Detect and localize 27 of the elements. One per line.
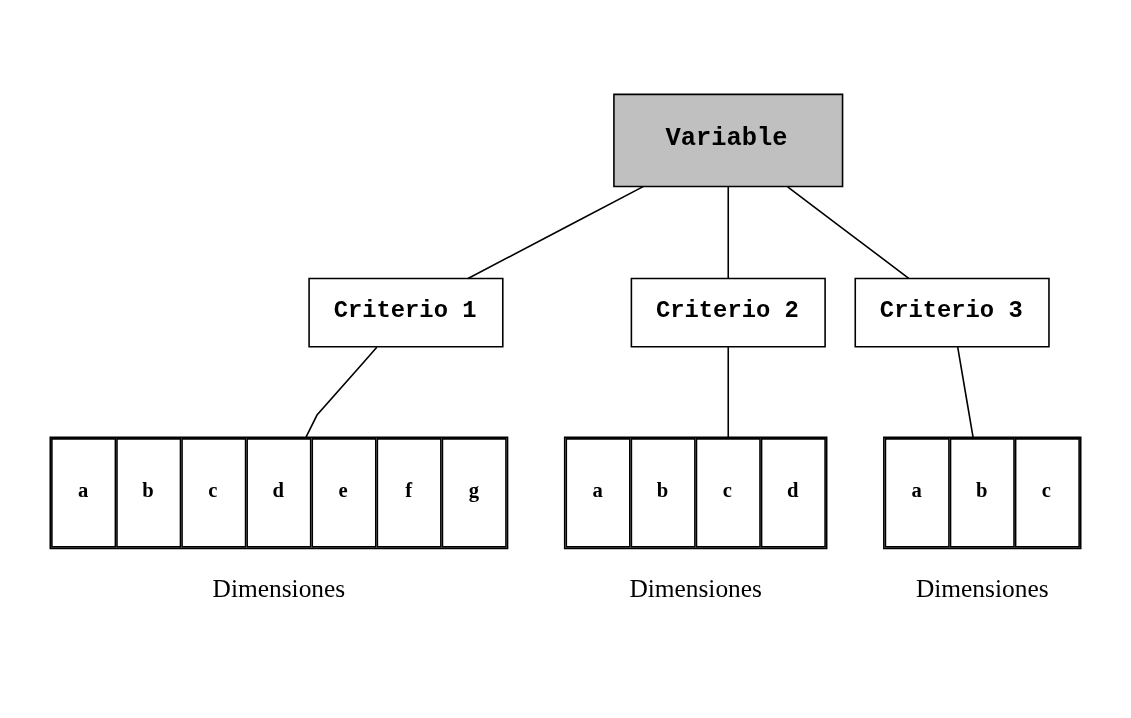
node-label: Dimensiones xyxy=(915,573,1049,602)
connector xyxy=(467,185,644,279)
node-box: Variable xyxy=(613,93,844,187)
connector xyxy=(727,345,730,438)
connector xyxy=(786,185,910,279)
node-box: f xyxy=(376,437,442,548)
node-box: a xyxy=(51,437,117,548)
node-box: a xyxy=(565,437,631,548)
node-label: Dimensiones xyxy=(212,573,346,602)
node-box: a xyxy=(884,437,950,548)
node-box: b xyxy=(630,437,696,548)
node-box: g xyxy=(441,437,507,548)
node-box: e xyxy=(311,437,377,548)
node-box: c xyxy=(1014,437,1080,548)
node-box: d xyxy=(760,437,826,548)
node-box: Criterio 1 xyxy=(308,277,504,348)
node-label: Dimensiones xyxy=(629,573,762,602)
node-box: b xyxy=(116,437,182,548)
connector xyxy=(305,345,378,438)
node-box: c xyxy=(695,437,761,548)
node-box: Criterio 2 xyxy=(630,277,826,348)
connector xyxy=(727,185,730,279)
node-box: d xyxy=(246,437,312,548)
node-box: c xyxy=(181,437,247,548)
node-box: b xyxy=(949,437,1015,548)
node-box: Criterio 3 xyxy=(854,277,1050,348)
connector xyxy=(956,345,974,438)
